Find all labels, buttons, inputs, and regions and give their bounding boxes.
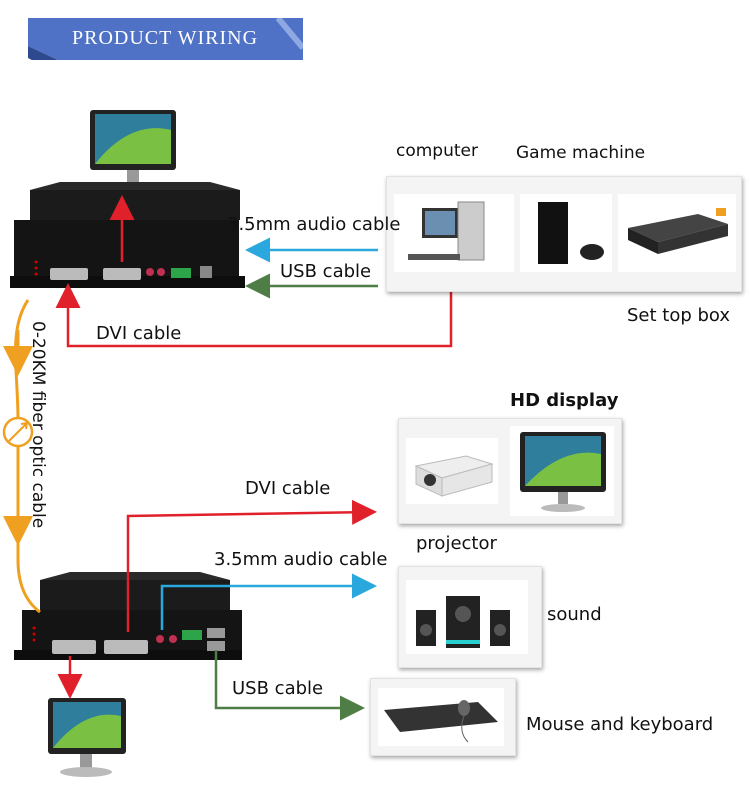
hd-display-icon [520,432,606,512]
speakers-icon [416,596,510,648]
hd-display-card [510,426,614,516]
sound-label: sound [547,604,602,625]
bottom-dvi-cable-label: DVI cable [245,478,331,499]
dvi-cable-bottom-line [126,499,377,632]
game-machine-card [520,194,612,272]
fiber-cable-label: 0-20KM fiber optic cable [28,321,48,529]
computer-card [394,194,514,272]
top-monitor-icon [90,110,176,192]
keyboard-mouse-icon [384,700,498,743]
game-machine-label: Game machine [516,143,646,163]
projector-label: projector [416,533,497,554]
top-usb-cable-label: USB cable [280,261,372,282]
top-dvi-cable-label: DVI cable [96,323,182,344]
computer-icon [408,201,485,261]
fiber-cable-line [14,299,41,614]
set-top-box-icon [628,208,728,254]
bottom-audio-cable-label: 3.5mm audio cable [214,549,388,570]
section-banner [28,18,303,60]
mouse-keyboard-label: Mouse and keyboard [526,714,714,735]
game-console-icon [538,202,604,264]
computer-label: computer [396,141,478,161]
projector-card [406,438,498,504]
dvi-cable-top-line [55,283,453,348]
hd-display-label: HD display [510,390,619,411]
usb-cable-bottom-line [214,650,365,721]
top-transmitter-device-icon [10,182,245,288]
keyboard-card [378,688,504,746]
bottom-receiver-device-icon [14,572,242,660]
fiber-connector-icon [2,416,34,448]
top-audio-cable-label: 3.5mm audio cable [227,214,401,235]
set-top-box-card [618,194,736,272]
audio-cable-bottom-line [160,573,377,630]
bottom-monitor-icon [48,698,126,777]
projector-icon [414,455,494,497]
sound-card [406,580,528,654]
set-top-box-label: Set top box [627,305,731,326]
banner-title: PRODUCT WIRING [72,27,259,49]
bottom-usb-cable-label: USB cable [232,678,324,699]
